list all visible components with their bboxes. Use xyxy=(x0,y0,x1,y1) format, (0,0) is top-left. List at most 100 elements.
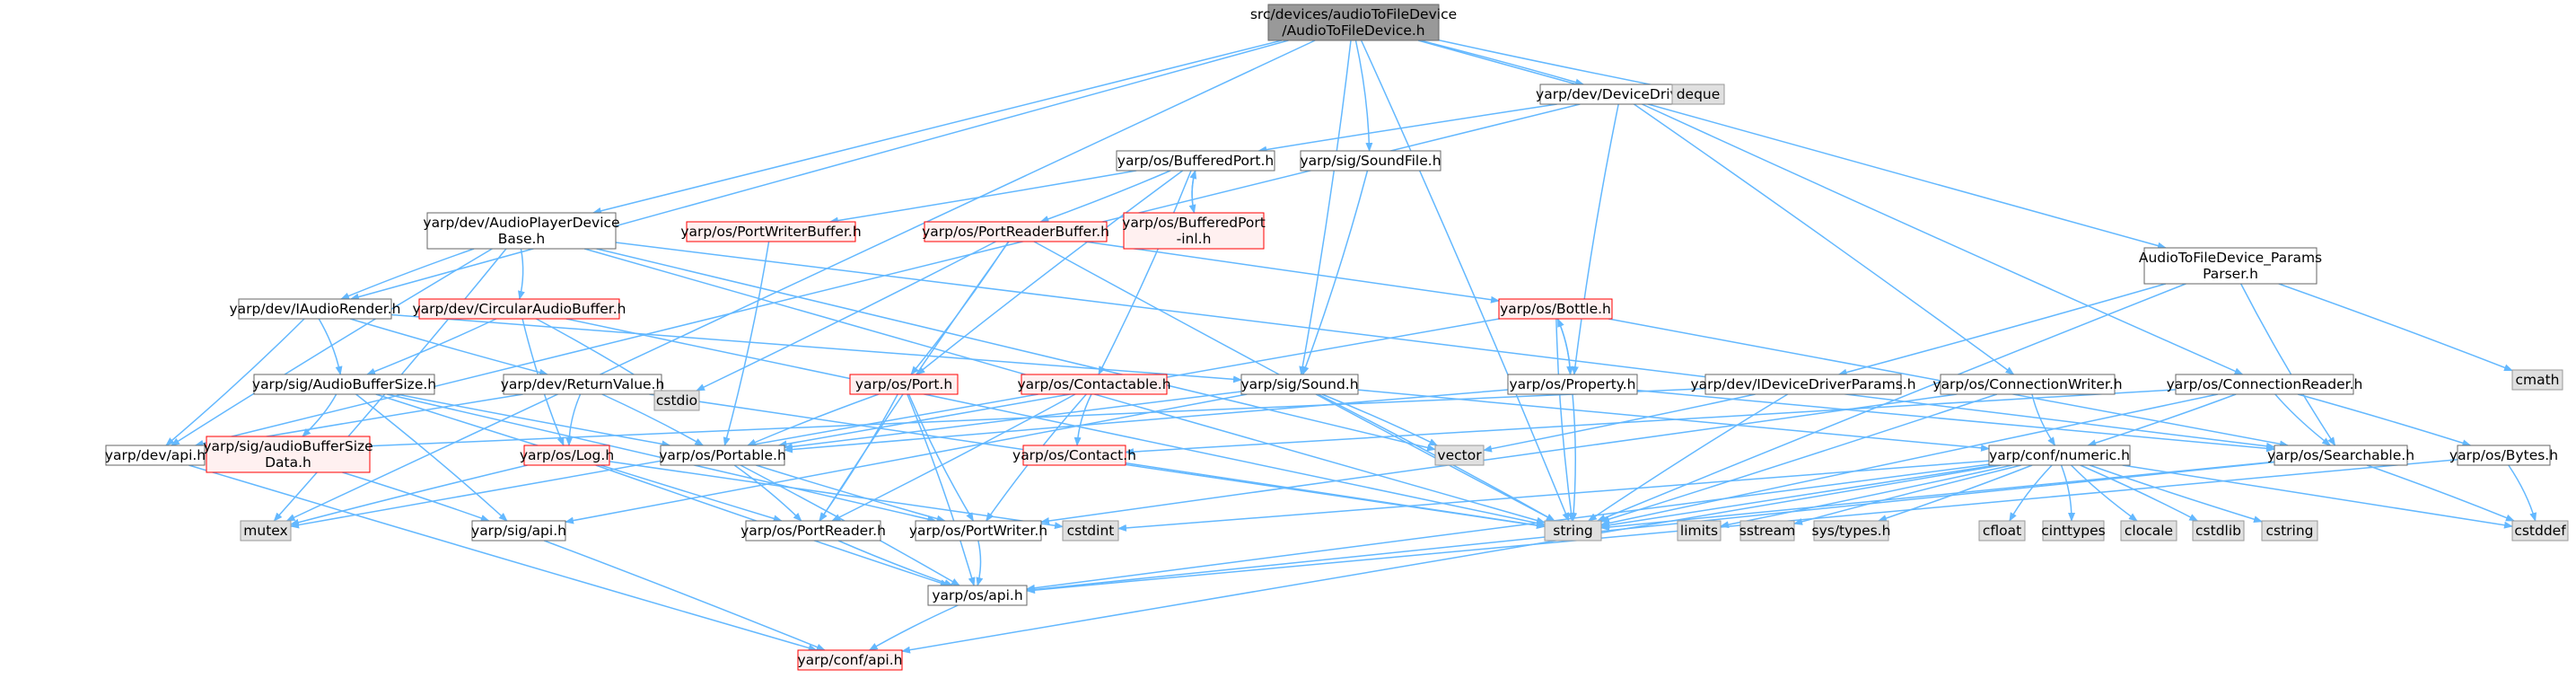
node-log[interactable]: yarp/os/Log.h xyxy=(520,445,614,466)
node-box xyxy=(1544,520,1602,542)
node-label: yarp/dev/ReturnValue.h xyxy=(501,376,665,392)
node-label: yarp/os/Searchable.h xyxy=(2267,447,2414,463)
edge-returnvalue-to-portable xyxy=(601,393,705,446)
node-vector[interactable]: vector xyxy=(1434,445,1485,466)
node-cinttypes[interactable]: cinttypes xyxy=(2041,520,2106,542)
node-label: cstdint xyxy=(1067,523,1115,539)
node-devapi[interactable]: yarp/dev/api.h xyxy=(105,445,206,466)
nodes-layer: src/devices/audioToFileDevice/AudioToFil… xyxy=(105,4,2569,671)
node-bpinl[interactable]: yarp/os/BufferedPort-inl.h xyxy=(1122,212,1266,250)
node-label: yarp/dev/IAudioRender.h xyxy=(229,301,400,317)
node-string[interactable]: string xyxy=(1544,520,1602,542)
node-port[interactable]: yarp/os/Port.h xyxy=(849,374,959,395)
node-confapi[interactable]: yarp/conf/api.h xyxy=(797,649,903,671)
node-sigapi[interactable]: yarp/sig/api.h xyxy=(471,520,566,542)
node-sound[interactable]: yarp/sig/Sound.h xyxy=(1240,374,1359,395)
node-numeric[interactable]: yarp/conf/numeric.h xyxy=(1988,445,2131,466)
node-limits[interactable]: limits xyxy=(1677,520,1722,542)
node-cstdlib[interactable]: cstdlib xyxy=(2192,520,2245,542)
node-portable[interactable]: yarp/os/Portable.h xyxy=(659,445,786,466)
node-pwbuffer[interactable]: yarp/os/PortWriterBuffer.h xyxy=(680,221,862,242)
node-label: yarp/os/ConnectionWriter.h xyxy=(1932,376,2122,392)
node-label: yarp/os/PortWriterBuffer.h xyxy=(680,224,861,240)
node-returnvalue[interactable]: yarp/dev/ReturnValue.h xyxy=(501,374,665,395)
node-circbuffer[interactable]: yarp/dev/CircularAudioBuffer.h xyxy=(413,298,626,320)
edge-iaudiorender-to-devapi xyxy=(165,318,305,446)
node-root[interactable]: src/devices/audioToFileDevice/AudioToFil… xyxy=(1250,4,1457,41)
node-label: yarp/conf/numeric.h xyxy=(1989,447,2130,463)
node-idevparams[interactable]: yarp/dev/IDeviceDriverParams.h xyxy=(1690,374,1916,395)
node-box xyxy=(2192,520,2245,542)
edge-prbuffer-to-cstdio xyxy=(696,241,996,392)
node-mutex[interactable]: mutex xyxy=(240,520,292,542)
edge-audiobuffersize-to-sigapi xyxy=(355,393,508,522)
edge-paramsparser-to-cmath xyxy=(2278,283,2513,372)
node-label: Data.h xyxy=(265,454,311,471)
node-prbuffer[interactable]: yarp/os/PortReaderBuffer.h xyxy=(922,221,1109,242)
edge-numeric-to-string xyxy=(1600,464,1996,529)
node-cstdio[interactable]: cstdio xyxy=(653,390,700,411)
edge-iaudiorender-to-returnvalue xyxy=(349,318,548,376)
edge-audioplayer-to-searchable xyxy=(615,242,2275,450)
edge-portable-to-portwriter xyxy=(756,464,946,523)
node-clocale[interactable]: clocale xyxy=(2120,520,2177,542)
edge-circbuffer-to-string xyxy=(565,318,1546,527)
node-label: yarp/os/ConnectionReader.h xyxy=(2167,376,2363,392)
edge-connreader-to-numeric xyxy=(2087,393,2237,447)
node-cfloat[interactable]: cfloat xyxy=(1978,520,2026,542)
edge-port-to-portreader xyxy=(819,393,898,522)
node-box xyxy=(1507,374,1638,395)
node-osapi[interactable]: yarp/os/api.h xyxy=(927,585,1028,606)
edge-numeric-to-cstdint xyxy=(1117,460,1990,532)
edge-numeric-to-cstdlib xyxy=(2080,464,2199,522)
edge-root-to-audioplayer xyxy=(591,40,1283,215)
edge-absdata-to-sigapi xyxy=(342,471,490,522)
node-iaudiorender[interactable]: yarp/dev/IAudioRender.h xyxy=(229,298,401,320)
edge-bpinl-to-bufferedport xyxy=(1189,170,1197,214)
node-cmath[interactable]: cmath xyxy=(2511,369,2563,391)
node-contactable[interactable]: yarp/os/Contactable.h xyxy=(1017,374,1171,395)
edge-pwbuffer-to-portable xyxy=(723,241,770,446)
node-soundfile[interactable]: yarp/sig/SoundFile.h xyxy=(1300,150,1441,172)
node-bytes[interactable]: yarp/os/Bytes.h xyxy=(2449,445,2558,466)
node-box xyxy=(1671,84,1725,105)
edge-devicedriver-to-property xyxy=(1571,103,1619,375)
node-systypes[interactable]: sys/types.h xyxy=(1812,520,1891,542)
node-bottle[interactable]: yarp/os/Bottle.h xyxy=(1498,298,1613,320)
node-deque[interactable]: deque xyxy=(1671,84,1725,105)
node-label: cmath xyxy=(2515,372,2559,388)
node-box xyxy=(2511,520,2569,542)
edge-numeric-to-confapi xyxy=(901,464,2002,654)
node-label: string xyxy=(1553,523,1593,539)
edge-property-to-bottle xyxy=(1556,318,1572,375)
node-box xyxy=(924,221,1108,242)
node-contact[interactable]: yarp/os/Contact.h xyxy=(1012,445,1136,466)
node-audiobuffersize[interactable]: yarp/sig/AudioBufferSize.h xyxy=(252,374,436,395)
node-label: cfloat xyxy=(1983,523,2021,539)
node-property[interactable]: yarp/os/Property.h xyxy=(1507,374,1638,395)
node-cstddef[interactable]: cstddef xyxy=(2511,520,2569,542)
node-portreader[interactable]: yarp/os/PortReader.h xyxy=(740,520,886,542)
node-cstring[interactable]: cstring xyxy=(2261,520,2318,542)
edge-numeric-to-cstring xyxy=(2089,464,2263,524)
edge-connreader-to-bytes xyxy=(2297,393,2472,447)
node-box xyxy=(1677,520,1722,542)
node-label: vector xyxy=(1437,447,1482,463)
node-connwriter[interactable]: yarp/os/ConnectionWriter.h xyxy=(1932,374,2123,395)
node-sstream[interactable]: sstream xyxy=(1739,520,1795,542)
node-connreader[interactable]: yarp/os/ConnectionReader.h xyxy=(2167,374,2363,395)
edge-property-to-string xyxy=(1570,393,1578,522)
node-box xyxy=(1300,150,1441,172)
node-cstdint[interactable]: cstdint xyxy=(1062,520,1119,542)
edge-audioplayer-to-devapi xyxy=(171,248,493,446)
node-label: yarp/sig/Sound.h xyxy=(1240,376,1358,392)
node-label: Base.h xyxy=(498,231,546,247)
node-bufferedport[interactable]: yarp/os/BufferedPort.h xyxy=(1116,150,1275,172)
node-searchable[interactable]: yarp/os/Searchable.h xyxy=(2267,445,2414,466)
node-portwriter[interactable]: yarp/os/PortWriter.h xyxy=(909,520,1047,542)
node-label: limits xyxy=(1680,523,1718,539)
